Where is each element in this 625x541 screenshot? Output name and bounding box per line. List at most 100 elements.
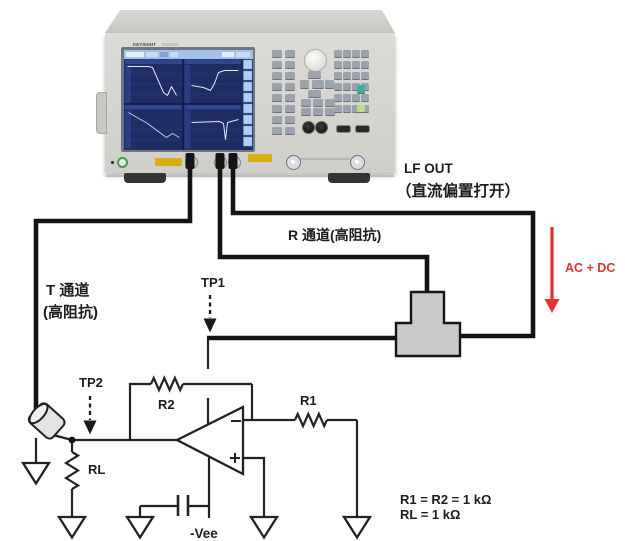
t-channel-sub-label: (高阻抗)	[43, 304, 98, 321]
warning-label	[248, 154, 272, 162]
eq-r1-r2-label: R1 = R2 = 1 kΩ	[400, 492, 492, 507]
panel-key	[285, 94, 295, 102]
analyzer-foot	[124, 173, 166, 183]
ac-dc-arrow	[544, 227, 560, 313]
arrow-down-icon	[203, 318, 217, 333]
cable-plug	[185, 153, 195, 169]
panel-seam	[300, 157, 350, 160]
eq-rl-label: RL = 1 kΩ	[400, 507, 461, 522]
nav-right-key	[325, 80, 334, 89]
keypad-left	[272, 50, 295, 135]
panel-key	[343, 72, 351, 80]
op-amp	[174, 405, 245, 476]
panel-key	[343, 50, 351, 58]
tp1-label: TP1	[201, 275, 225, 290]
nav-left-key	[300, 80, 309, 89]
panel-key	[343, 83, 351, 91]
resistor-r2	[149, 375, 184, 393]
plus-input-wire	[244, 456, 266, 517]
lf-out-label: LF OUT	[404, 161, 453, 176]
bnc-port-1-pin	[290, 159, 295, 164]
key-teal	[357, 85, 365, 94]
panel-key	[361, 94, 369, 102]
panel-key	[334, 83, 342, 91]
panel-key	[272, 94, 282, 102]
panel-key	[334, 105, 342, 113]
panel-key	[352, 83, 360, 91]
panel-key	[301, 108, 311, 116]
resistor-r1	[293, 411, 328, 429]
panel-key	[301, 99, 311, 107]
power-led	[111, 161, 114, 164]
panel-key	[285, 50, 295, 58]
panel-key	[285, 105, 295, 113]
panel-key	[325, 99, 335, 107]
r-channel-label: R 通道(高阻抗)	[288, 227, 382, 243]
r2-label: R2	[158, 397, 175, 412]
panel-key	[285, 61, 295, 69]
analyzer-top-face	[105, 10, 395, 33]
warning-label	[155, 158, 182, 166]
panel-key	[352, 105, 360, 113]
model-text: E5061B	[162, 42, 179, 47]
feedback-wire	[128, 382, 254, 441]
key-green	[357, 105, 365, 113]
panel-key	[272, 50, 282, 58]
bnc-port-2-pin	[354, 159, 359, 164]
panel-key	[313, 108, 323, 116]
analyzer-foot	[328, 173, 370, 183]
nav-up-key	[308, 71, 321, 79]
ground-icon	[341, 515, 373, 540]
screen-menu-buttons	[242, 59, 252, 146]
panel-key	[361, 72, 369, 80]
network-analyzer: KEYSIGHT E5061B	[96, 8, 398, 184]
panel-key	[343, 105, 351, 113]
panel-key	[343, 61, 351, 69]
ac-dc-label: AC + DC	[565, 261, 616, 275]
arrow-down-icon	[83, 420, 97, 435]
ground-icon	[56, 515, 88, 540]
capacitor	[176, 495, 190, 516]
op-amp-signs	[230, 420, 241, 463]
panel-key	[285, 83, 295, 91]
nav-enter-key	[311, 80, 324, 89]
panel-key	[325, 108, 335, 116]
panel-key	[285, 72, 295, 80]
power-button	[117, 157, 128, 168]
lf-out-sub-label: （直流偏置打开）	[396, 183, 521, 200]
cable-plugs	[185, 153, 238, 169]
circuit-wires	[34, 338, 359, 518]
minus-input-wire	[244, 418, 359, 517]
brand-logo: KEYSIGHT	[133, 42, 157, 47]
tp2-arrow	[83, 396, 97, 435]
panel-key	[352, 94, 360, 102]
panel-key	[272, 83, 282, 91]
panel-key	[272, 116, 282, 124]
plus-sign-icon	[230, 453, 240, 463]
panel-key	[334, 72, 342, 80]
panel-key	[334, 50, 342, 58]
nav-down-key	[308, 90, 321, 98]
ground-icon	[124, 515, 156, 540]
panel-key	[334, 94, 342, 102]
analyzer-screen	[123, 49, 253, 150]
panel-key	[272, 105, 282, 113]
panel-key	[313, 99, 323, 107]
cable-plug	[228, 153, 238, 169]
capacitor-wires	[138, 504, 209, 517]
keypad-mid	[301, 99, 335, 116]
r-channel-cable	[217, 156, 430, 294]
cable-plug	[215, 153, 225, 169]
panel-key	[361, 61, 369, 69]
probe-adapter	[27, 402, 66, 440]
power-splitter	[394, 290, 462, 358]
tp1-arrow	[203, 295, 217, 333]
usb-port-2	[355, 125, 370, 133]
t-channel-cable	[33, 156, 193, 409]
panel-key	[352, 50, 360, 58]
rl-label: RL	[88, 462, 106, 477]
t-channel-label: T 通道	[46, 282, 90, 299]
panel-key	[285, 127, 295, 135]
bnc-aux-2	[315, 121, 328, 134]
